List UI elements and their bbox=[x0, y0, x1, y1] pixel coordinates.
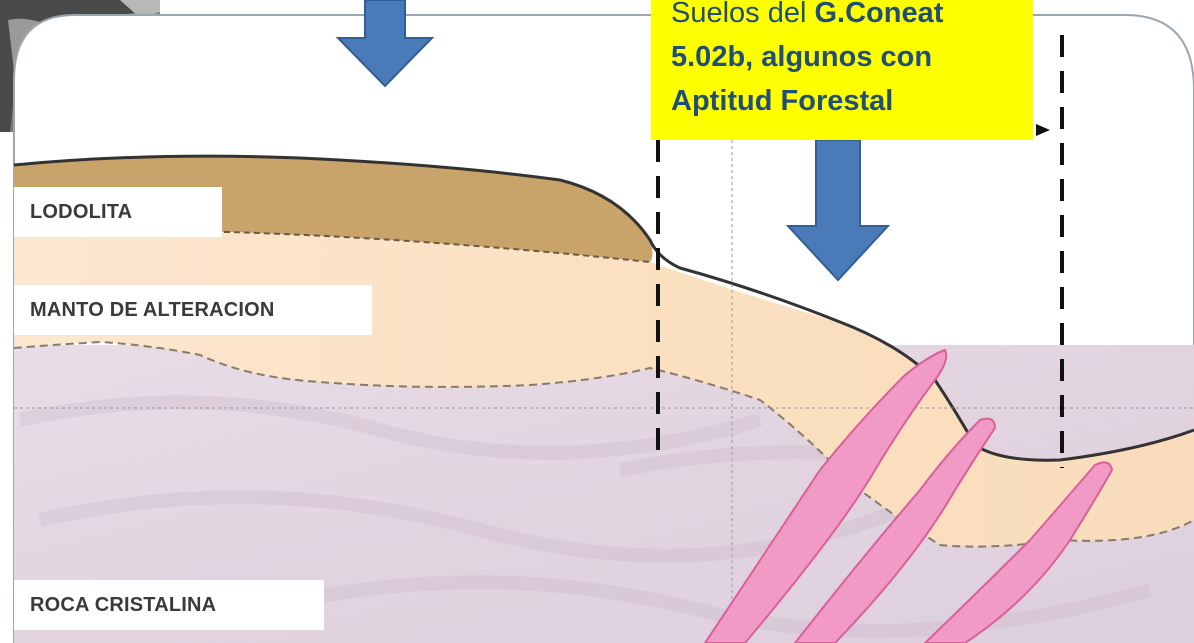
callout-prefix: Suelos del bbox=[671, 0, 815, 29]
callout-code: G.Coneat bbox=[815, 0, 944, 29]
soil-callout-box: Suelos del G.Coneat 5.02b, algunos con A… bbox=[651, 0, 1033, 140]
callout-line2: 5.02b, algunos con bbox=[671, 41, 932, 73]
label-roca-cristalina: ROCA CRISTALINA bbox=[14, 580, 324, 630]
label-lodolita: LODOLITA bbox=[14, 187, 222, 237]
callout-line3: Aptitud Forestal bbox=[671, 85, 893, 117]
label-manto-alteracion: MANTO DE ALTERACION bbox=[14, 285, 372, 335]
